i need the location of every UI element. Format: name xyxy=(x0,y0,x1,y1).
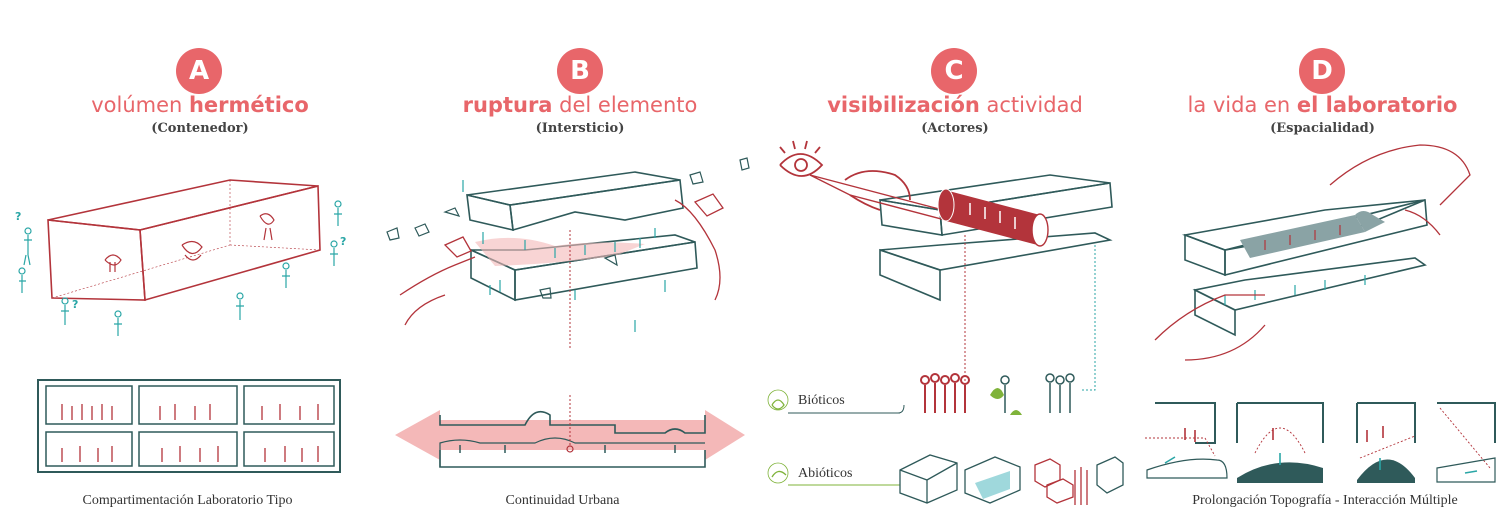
actors-figures xyxy=(920,373,1075,415)
hermetic-volume-diagram: ? ? ? xyxy=(15,179,346,336)
legend-abioticos: Abióticos xyxy=(798,466,853,481)
abiotic-objects xyxy=(899,454,1124,505)
title-a: volúmen hermético xyxy=(91,93,309,117)
topography-sections xyxy=(1145,402,1496,483)
activity-visibility-diagram xyxy=(779,140,1113,391)
title-d: la vida en el laboratorio xyxy=(1187,93,1458,117)
panel-b: B ruptura del elemento (Intersticio) xyxy=(375,0,750,528)
badge-c: C xyxy=(931,48,977,94)
subtitle-d: (Espacialidad) xyxy=(1270,121,1375,136)
badge-d: D xyxy=(1299,48,1345,94)
panel-d: D la vida en el laboratorio (Espacialida… xyxy=(1125,0,1500,528)
legend-bioticos: Bióticos xyxy=(798,393,845,408)
urban-continuity-diagram xyxy=(395,395,745,468)
subtitle-a: (Contenedor) xyxy=(151,121,249,136)
rupture-element-diagram xyxy=(386,157,750,350)
badge-a: A xyxy=(176,48,222,94)
title-b: ruptura del elemento xyxy=(462,93,698,117)
panel-c: C visibilización actividad (Actores) xyxy=(750,0,1125,528)
panel-a: A volúmen hermético (Contenedor) xyxy=(0,0,375,528)
legend-lines xyxy=(767,389,905,486)
caption-d: Prolongación Topografía - Interacción Mú… xyxy=(1192,493,1458,508)
question-mark-3: ? xyxy=(340,235,346,248)
subtitle-b: (Intersticio) xyxy=(535,121,625,136)
badge-b: B xyxy=(557,48,603,94)
subtitle-c: (Actores) xyxy=(921,121,989,136)
caption-a: Compartimentación Laboratorio Tipo xyxy=(82,493,293,508)
question-mark-2: ? xyxy=(72,298,78,311)
compartment-plan-diagram xyxy=(37,379,341,473)
caption-b: Continuidad Urbana xyxy=(505,493,620,508)
title-c: visibilización actividad xyxy=(827,93,1083,117)
laboratory-life-diagram xyxy=(1154,144,1471,361)
question-mark-1: ? xyxy=(15,210,21,223)
